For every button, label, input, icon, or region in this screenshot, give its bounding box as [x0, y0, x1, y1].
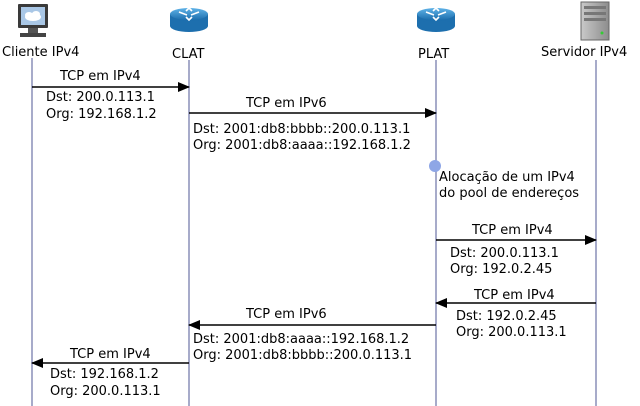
message-dst: Dst: 200.0.113.1 — [450, 246, 559, 261]
server-icon — [580, 1, 610, 41]
message-org: Org: 2001:db8:bbbb::200.0.113.1 — [193, 348, 412, 363]
router-icon — [170, 6, 208, 32]
computer-icon — [18, 4, 48, 37]
message-dst: Dst: 192.168.1.2 — [50, 367, 159, 382]
message-org: Org: 200.0.113.1 — [456, 325, 567, 340]
node-label-clat: CLAT — [172, 47, 205, 62]
message-dst: Dst: 2001:db8:aaaa::192.168.1.2 — [193, 332, 409, 347]
message-title: TCP em IPv4 — [471, 223, 553, 238]
note-line-1: Alocação de um IPv4 — [439, 170, 575, 185]
message-title: TCP em IPv6 — [245, 96, 327, 111]
message-org: Org: 192.168.1.2 — [46, 107, 157, 122]
message-title: TCP em IPv4 — [69, 347, 151, 362]
node-label-plat: PLAT — [418, 47, 449, 62]
node-label-server: Servidor IPv4 — [541, 45, 627, 60]
message-org: Org: 200.0.113.1 — [50, 384, 161, 399]
message-dst: Dst: 2001:db8:bbbb::200.0.113.1 — [193, 122, 410, 137]
router-icon — [417, 6, 455, 32]
message-dst: Dst: 192.0.2.45 — [456, 309, 557, 324]
message-dst: Dst: 200.0.113.1 — [46, 90, 155, 105]
message-title: TCP em IPv4 — [59, 69, 141, 84]
node-label-client: Cliente IPv4 — [2, 45, 79, 60]
message-title: TCP em IPv4 — [473, 288, 555, 303]
message-org: Org: 2001:db8:aaaa::192.168.1.2 — [193, 138, 411, 153]
message-org: Org: 192.0.2.45 — [450, 262, 552, 277]
note-line-2: do pool de endereços — [439, 186, 579, 201]
message-title: TCP em IPv6 — [245, 307, 327, 322]
allocation-marker — [429, 160, 441, 172]
